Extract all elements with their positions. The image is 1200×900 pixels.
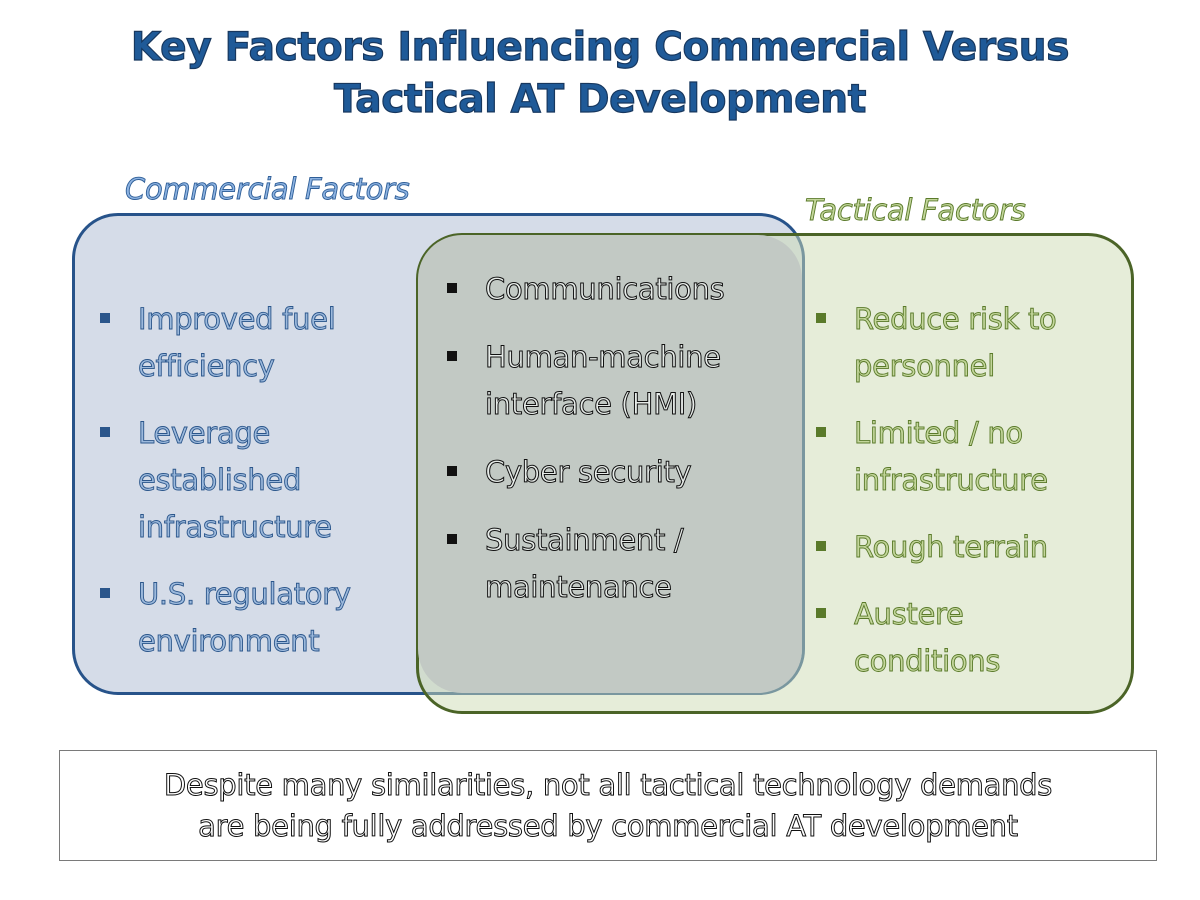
square-bullet-icon <box>447 534 457 544</box>
title-line-1: Key Factors Influencing Commercial Versu… <box>130 24 1070 70</box>
commercial-item-text: Improved fuel efficiency <box>138 302 337 384</box>
square-bullet-icon <box>816 313 826 323</box>
slide-title: Key Factors Influencing Commercial Versu… <box>0 22 1200 126</box>
list-item: Leverage established infrastructure <box>100 410 400 551</box>
shared-item-text: Communications <box>484 272 725 307</box>
shared-factors-list: Communications Human-machine interface (… <box>447 266 797 632</box>
conclusion-box: Despite many similarities, not all tacti… <box>59 750 1157 861</box>
square-bullet-icon <box>816 608 826 618</box>
square-bullet-icon <box>100 588 110 598</box>
list-item: Cyber security <box>447 449 797 496</box>
list-item: U.S. regulatory environment <box>100 571 400 665</box>
shared-factors-overlap <box>418 235 802 693</box>
shared-item-text: Human-machine interface (HMI) <box>485 340 722 422</box>
list-item: Communications <box>447 266 797 313</box>
list-item: Austere conditions <box>816 591 1116 685</box>
list-item: Reduce risk to personnel <box>816 296 1116 390</box>
square-bullet-icon <box>447 283 457 293</box>
square-bullet-icon <box>447 351 457 361</box>
conclusion-line-1: Despite many similarities, not all tacti… <box>163 767 1053 802</box>
square-bullet-icon <box>816 541 826 551</box>
tactical-item-text: Austere conditions <box>854 597 1001 679</box>
commercial-item-text: U.S. regulatory environment <box>138 577 352 659</box>
shared-item-text: Sustainment / maintenance <box>484 523 684 605</box>
list-item: Human-machine interface (HMI) <box>447 334 797 428</box>
shared-item-text: Cyber security <box>484 455 692 490</box>
square-bullet-icon <box>100 427 110 437</box>
list-item: Improved fuel efficiency <box>100 296 400 390</box>
conclusion-line-2: are being fully addressed by commercial … <box>198 808 1019 843</box>
title-line-2: Tactical AT Development <box>333 76 867 122</box>
commercial-item-text: Leverage established infrastructure <box>138 416 333 545</box>
commercial-factors-list: Improved fuel efficiency Leverage establ… <box>100 296 400 685</box>
square-bullet-icon <box>100 313 110 323</box>
square-bullet-icon <box>447 466 457 476</box>
tactical-item-text: Rough terrain <box>854 530 1049 565</box>
list-item: Rough terrain <box>816 524 1116 571</box>
tactical-factors-list: Reduce risk to personnel Limited / no in… <box>816 296 1116 705</box>
tactical-item-text: Reduce risk to personnel <box>854 302 1058 384</box>
commercial-factors-label: Commercial Factors <box>125 172 411 207</box>
square-bullet-icon <box>816 427 826 437</box>
list-item: Limited / no infrastructure <box>816 410 1116 504</box>
list-item: Sustainment / maintenance <box>447 517 797 611</box>
tactical-item-text: Limited / no infrastructure <box>854 416 1049 498</box>
tactical-factors-label: Tactical Factors <box>805 193 1027 228</box>
